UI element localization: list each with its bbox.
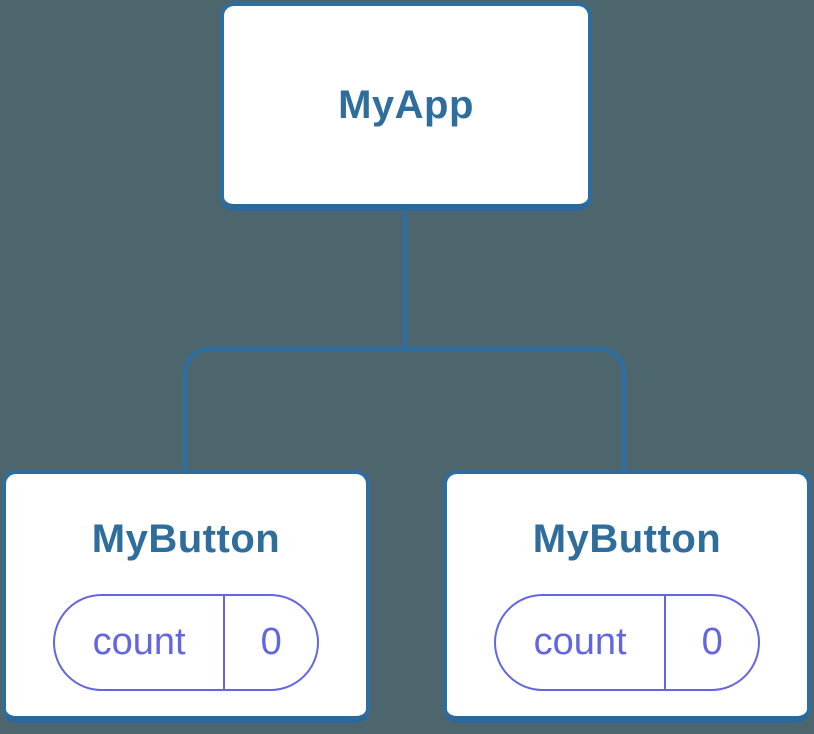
node-myapp: MyApp [220, 2, 592, 211]
node-title: MyApp [338, 83, 474, 127]
state-value: 0 [260, 621, 282, 663]
state-value-cell: 0 [225, 596, 317, 689]
node-title: MyButton [91, 517, 281, 561]
state-name-cell: count [55, 596, 226, 689]
node-mybutton-right: MyButton count 0 [443, 470, 811, 723]
state-value-cell: 0 [666, 596, 758, 689]
node-mybutton-left: MyButton count 0 [2, 470, 370, 723]
node-title: MyButton [532, 517, 722, 561]
state-value: 0 [701, 621, 723, 663]
state-pill: count 0 [494, 594, 760, 691]
state-name: count [533, 621, 627, 663]
state-name-cell: count [496, 596, 667, 689]
state-pill: count 0 [53, 594, 319, 691]
state-name: count [92, 621, 186, 663]
connector-path [182, 206, 627, 474]
